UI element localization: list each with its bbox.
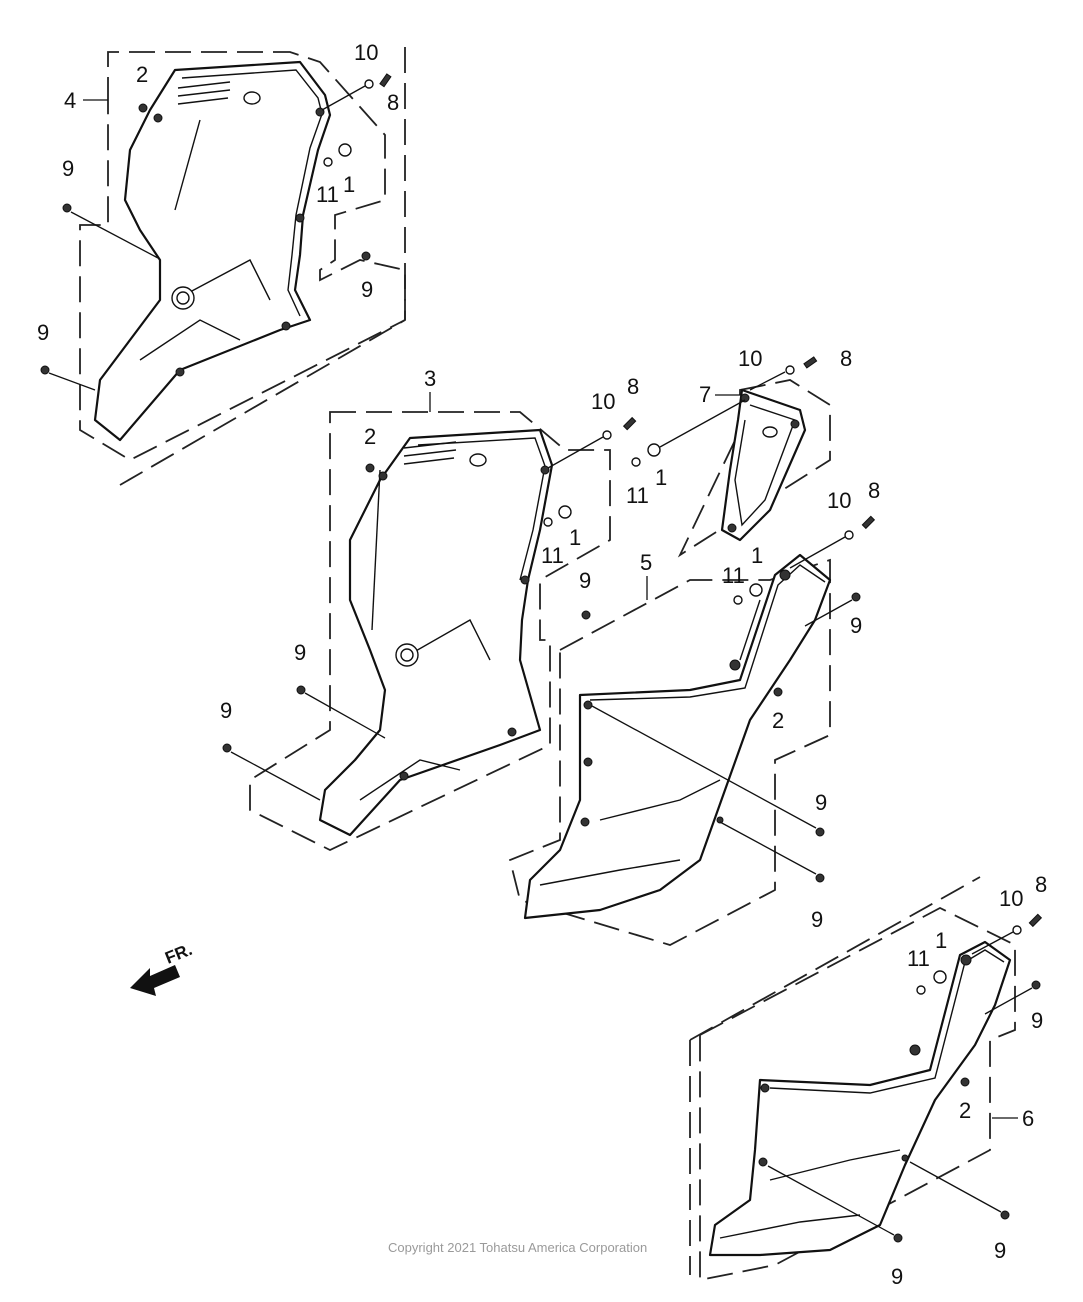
callout-3: 3	[424, 366, 436, 391]
callout-10: 10	[738, 346, 762, 371]
callout-9: 9	[1031, 1008, 1043, 1033]
callout-8: 8	[387, 90, 399, 115]
part-group-5	[508, 553, 832, 946]
callout-9: 9	[579, 568, 591, 593]
callout-1: 1	[935, 928, 947, 953]
callout-11: 11	[626, 483, 649, 508]
callout-1: 1	[569, 525, 581, 550]
callout-10: 10	[354, 40, 378, 65]
callout-5: 5	[640, 550, 652, 575]
front-arrow-label: FR.	[162, 940, 195, 968]
callout-2: 2	[959, 1098, 971, 1123]
callout-10: 10	[999, 886, 1023, 911]
callout-11: 11	[907, 946, 930, 971]
callout-1: 1	[343, 172, 355, 197]
inner-cover-panel-4	[93, 60, 332, 442]
dashed-boundary-3	[249, 411, 611, 852]
part-group-4	[79, 47, 406, 486]
callout-11: 11	[722, 563, 745, 588]
callout-9: 9	[361, 277, 373, 302]
callout-6: 6	[1022, 1106, 1034, 1131]
part-group-6	[689, 876, 1018, 1282]
callout-11: 11	[541, 543, 564, 568]
callout-9: 9	[294, 640, 306, 665]
callout-8: 8	[1035, 872, 1047, 897]
part-group-3	[249, 392, 611, 852]
dashed-boundary-4	[79, 51, 406, 462]
callout-9: 9	[811, 907, 823, 932]
lower-cover-5	[523, 553, 832, 920]
callout-9: 9	[815, 790, 827, 815]
inner-cover-panel-3	[318, 428, 554, 837]
callout-1: 1	[655, 465, 667, 490]
callout-8: 8	[627, 374, 639, 399]
callout-9: 9	[220, 698, 232, 723]
callout-7: 7	[699, 382, 711, 407]
callout-9: 9	[62, 156, 74, 181]
callout-2: 2	[772, 708, 784, 733]
callout-8: 8	[868, 478, 880, 503]
fasteners	[40, 73, 1043, 1243]
callout-9: 9	[994, 1238, 1006, 1263]
callout-8: 8	[840, 346, 852, 371]
callout-2: 2	[136, 62, 148, 87]
dashed-boundary-5	[508, 558, 831, 946]
callout-10: 10	[827, 488, 851, 513]
callout-2: 2	[364, 424, 376, 449]
callout-labels: 4 2 10 8 1 11 9 9 9 3 2 10 8 11 1 9 9 9 …	[37, 40, 1047, 1289]
callout-4: 4	[64, 88, 76, 113]
front-direction-arrow: FR.	[130, 940, 195, 996]
callout-11: 11	[316, 182, 339, 207]
bracket-7	[720, 388, 807, 542]
callout-9: 9	[891, 1264, 903, 1289]
callout-1: 1	[751, 543, 763, 568]
part-group-7	[677, 379, 831, 558]
copyright-notice: Copyright 2021 Tohatsu America Corporati…	[388, 1240, 648, 1255]
dashed-boundary-6	[699, 906, 1016, 1282]
callout-9: 9	[850, 613, 862, 638]
callout-9: 9	[37, 320, 49, 345]
callout-10: 10	[591, 389, 615, 414]
